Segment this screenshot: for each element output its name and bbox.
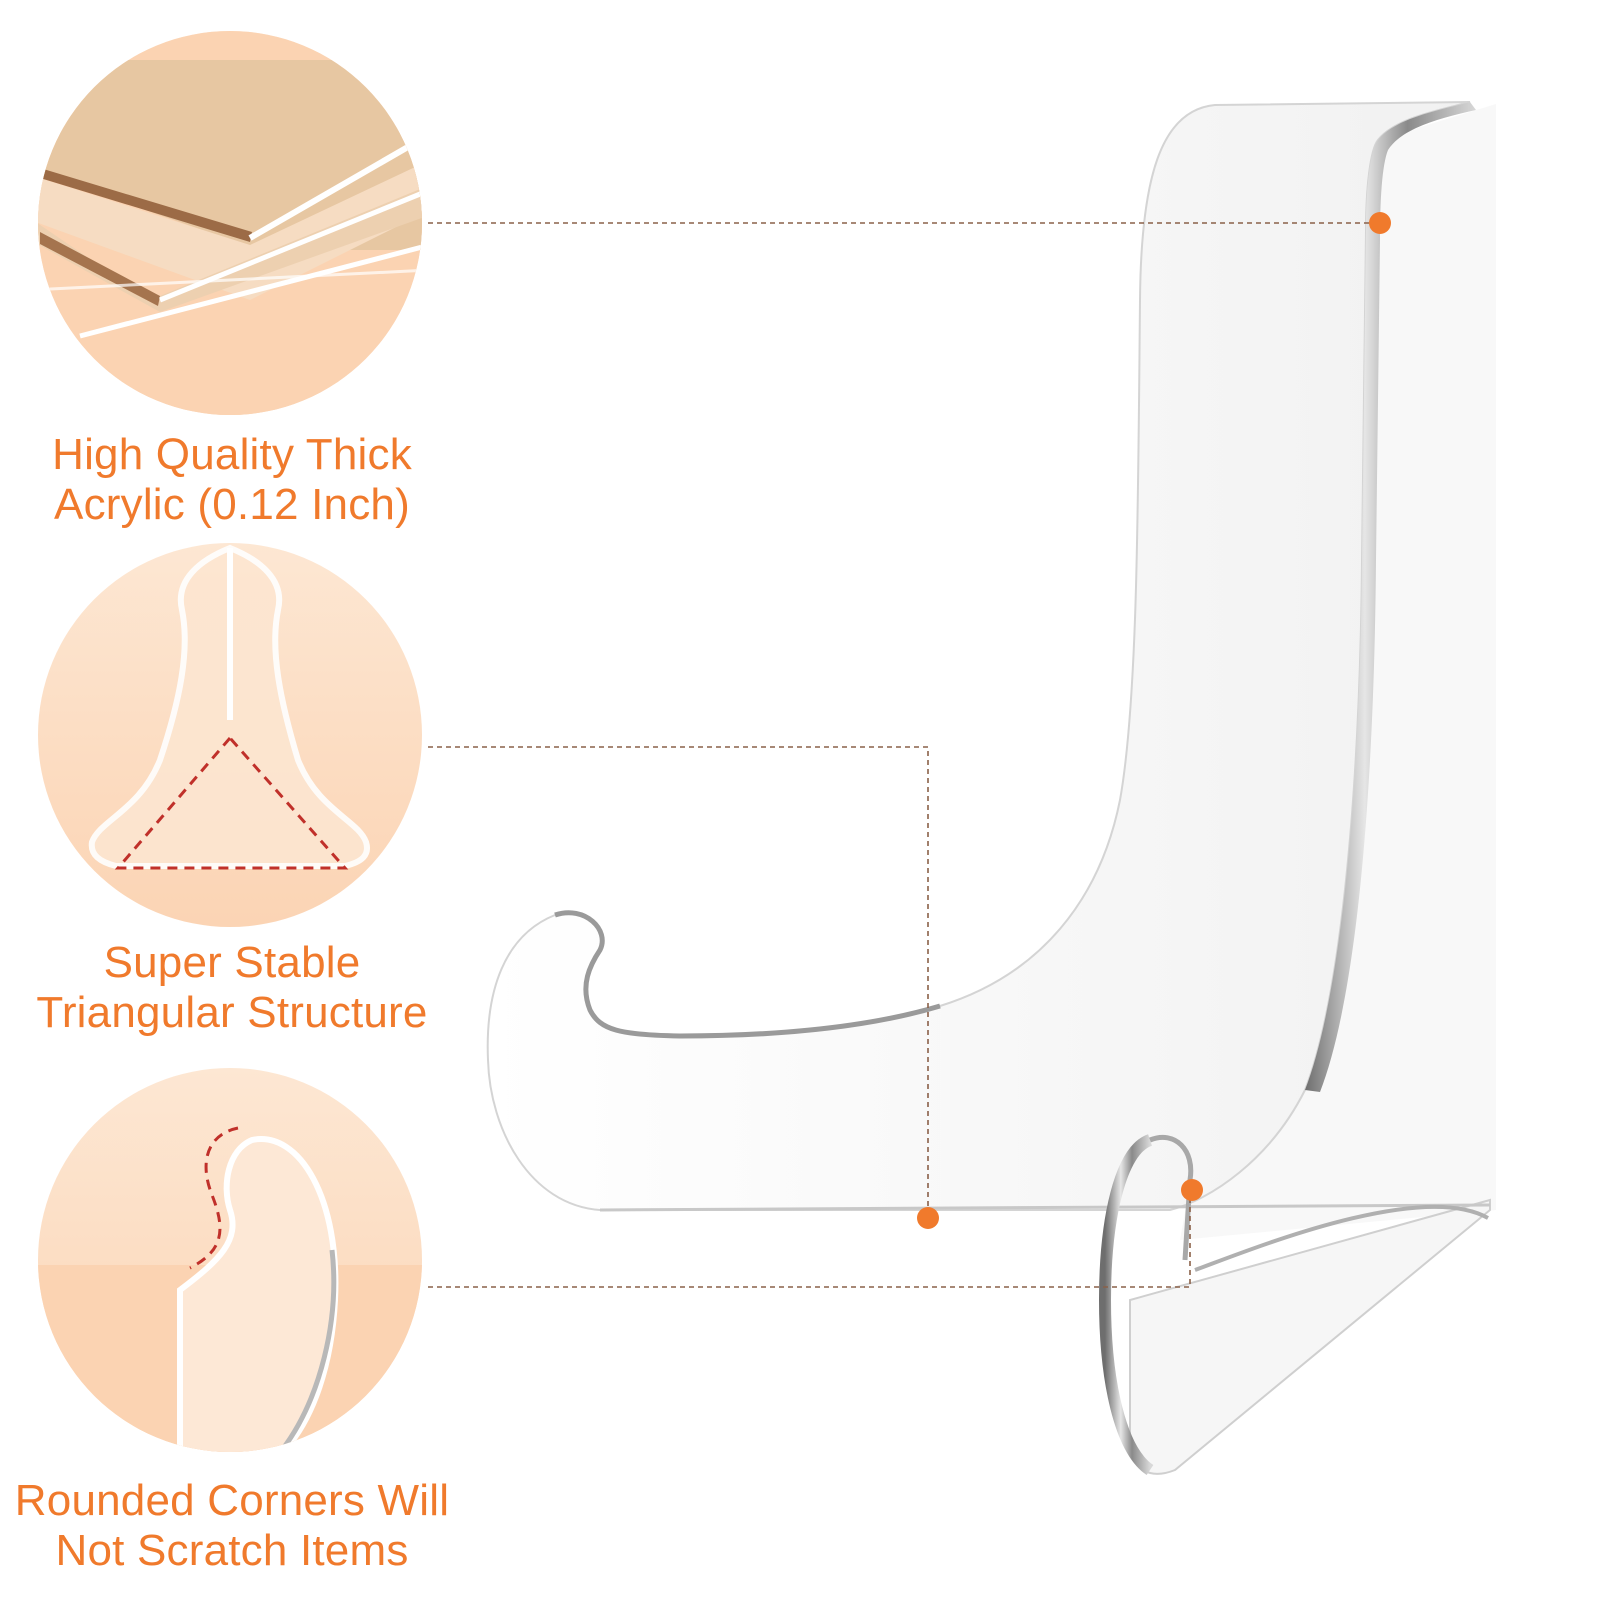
rounded-corner-dashed-outline	[189, 1126, 239, 1270]
callout-dot-acrylic	[1369, 212, 1391, 234]
feature-caption-line: Acrylic (0.12 Inch)	[54, 480, 410, 529]
rounded-corners-circle	[38, 1068, 422, 1452]
callout-lines	[428, 222, 1378, 1288]
feature-caption-rounded-corners: Rounded Corners Will Not Scratch Items	[0, 1476, 472, 1576]
feature-caption-line: Rounded Corners Will	[14, 1476, 450, 1525]
feature-caption-line: High Quality Thick	[52, 430, 412, 479]
triangle-dashed-outline	[114, 735, 349, 870]
feature-caption-line: Not Scratch Items	[55, 1526, 409, 1575]
callout-dot-corners	[1181, 1179, 1203, 1201]
feature-caption-thick-acrylic: High Quality Thick Acrylic (0.12 Inch)	[0, 430, 472, 530]
feature-caption-line: Triangular Structure	[36, 988, 428, 1037]
acrylic-stand	[486, 101, 1496, 1475]
triangular-structure-circle	[38, 543, 422, 927]
feature-caption-triangular-structure: Super Stable Triangular Structure	[0, 938, 472, 1038]
callout-dots	[917, 212, 1391, 1229]
feature-caption-line: Super Stable	[103, 938, 361, 987]
callout-line-triangle	[428, 746, 929, 1215]
callout-dot-triangle	[917, 1207, 939, 1229]
acrylic-sheets-circle	[38, 31, 422, 415]
callout-line-corners	[428, 1190, 1191, 1288]
